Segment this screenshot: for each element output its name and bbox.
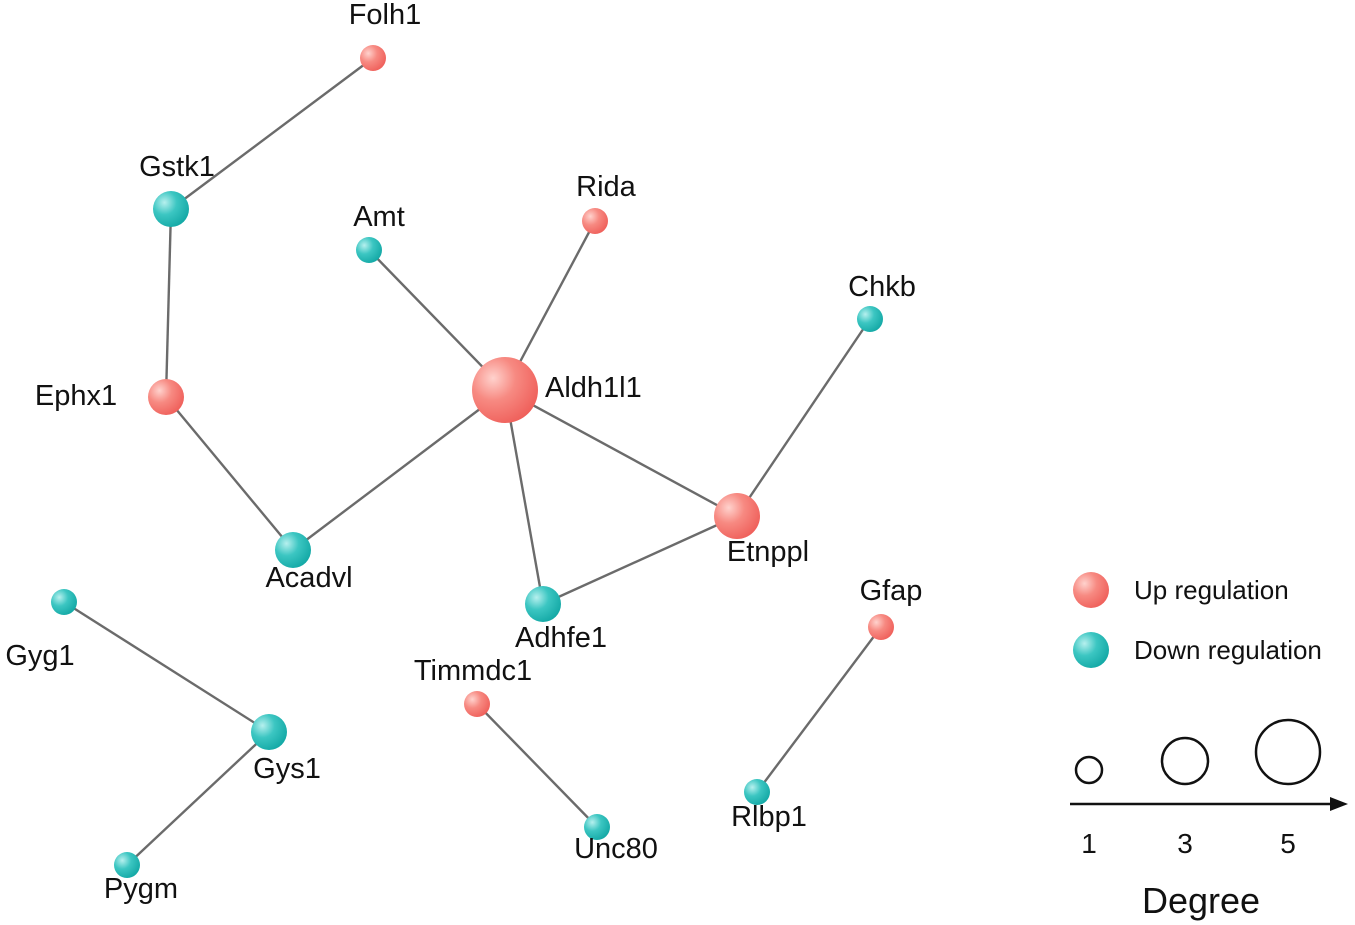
node-label-rida: Rida <box>576 171 637 203</box>
edge-gstk1-ephx1 <box>164 208 173 398</box>
node-pygm <box>114 852 140 878</box>
degree-tick-1: 1 <box>1081 828 1097 859</box>
degree-scale: 1 3 5 Degree <box>1070 718 1348 921</box>
edge-ephx1-acadvl <box>165 396 294 551</box>
node-label-aldh1l1: Aldh1l1 <box>545 372 642 404</box>
node-gfap <box>868 614 894 640</box>
node-label-timmdc1: Timmdc1 <box>414 655 532 687</box>
degree-circle-large <box>1254 718 1322 786</box>
node-label-gstk1: Gstk1 <box>139 151 215 183</box>
node-label-pygm: Pygm <box>104 873 178 905</box>
node-label-gys1: Gys1 <box>253 753 321 785</box>
node-rida <box>582 208 608 234</box>
degree-tick-3: 3 <box>1177 828 1193 859</box>
node-label-gfap: Gfap <box>860 575 923 607</box>
node-label-etnppl: Etnppl <box>727 536 809 568</box>
edge-chkb-etnppl <box>736 318 871 517</box>
node-ephx1 <box>148 379 184 415</box>
legend: Up regulation Down regulation <box>1073 572 1322 668</box>
edge-layer <box>63 57 882 866</box>
node-gys1 <box>251 714 287 750</box>
node-folh1 <box>360 45 386 71</box>
node-timmdc1 <box>464 691 490 717</box>
node-label-chkb: Chkb <box>848 271 916 303</box>
node-amt <box>356 237 382 263</box>
edge-aldh1l1-etnppl <box>504 388 738 518</box>
edge-gfap-rlbp1 <box>756 626 882 793</box>
edge-timmdc1-unc80 <box>476 703 598 828</box>
node-label-adhfe1: Adhfe1 <box>515 622 607 654</box>
node-etnppl <box>714 493 760 539</box>
edge-gyg1-gys1 <box>63 600 270 734</box>
legend-down-swatch <box>1073 632 1109 668</box>
node-layer <box>51 45 894 878</box>
edge-gys1-pygm <box>126 731 270 866</box>
legend-up-swatch <box>1073 572 1109 608</box>
node-label-gyg1: Gyg1 <box>5 640 74 672</box>
degree-axis-title: Degree <box>1142 880 1260 921</box>
degree-axis-arrow <box>1330 797 1348 811</box>
node-unc80 <box>584 814 610 840</box>
edge-acadvl-aldh1l1 <box>292 389 506 551</box>
node-label-amt: Amt <box>353 201 405 233</box>
node-label-unc80: Unc80 <box>574 833 658 865</box>
node-label-rlbp1: Rlbp1 <box>731 801 807 833</box>
node-gstk1 <box>153 191 189 227</box>
node-label-ephx1: Ephx1 <box>35 380 117 412</box>
node-label-folh1: Folh1 <box>349 0 422 31</box>
node-acadvl <box>275 532 311 568</box>
node-label-acadvl: Acadvl <box>265 562 352 594</box>
edge-adhfe1-etnppl <box>542 514 738 606</box>
node-adhfe1 <box>525 586 561 622</box>
degree-circle-small <box>1074 755 1104 785</box>
legend-up-label: Up regulation <box>1134 575 1289 605</box>
edge-folh1-gstk1 <box>170 57 374 210</box>
degree-tick-5: 5 <box>1280 828 1296 859</box>
node-aldh1l1 <box>472 357 538 423</box>
edge-aldh1l1-adhfe1 <box>503 389 545 605</box>
node-gyg1 <box>51 589 77 615</box>
node-rlbp1 <box>744 779 770 805</box>
degree-circle-medium <box>1160 736 1210 786</box>
node-chkb <box>857 306 883 332</box>
legend-down-label: Down regulation <box>1134 635 1322 665</box>
